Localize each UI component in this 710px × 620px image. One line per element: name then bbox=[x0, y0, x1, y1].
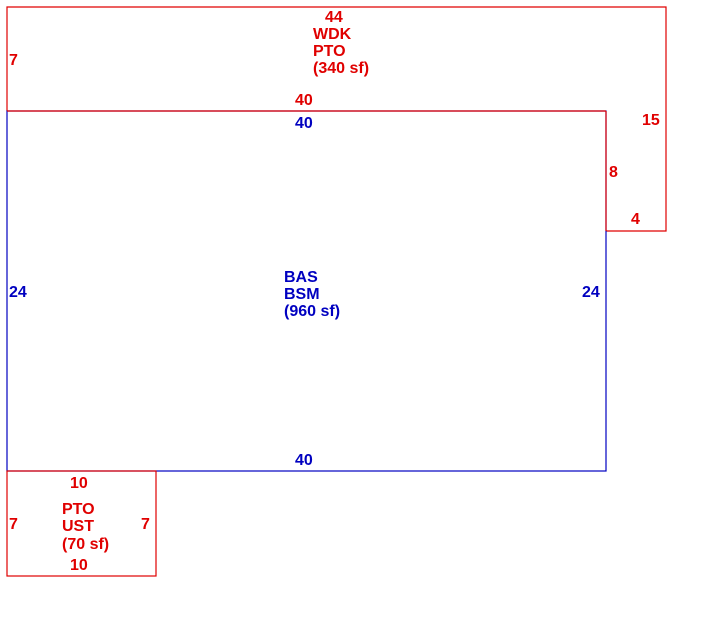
ust-code-1: PTO bbox=[62, 501, 95, 518]
ust-code-2: UST bbox=[62, 518, 94, 535]
wdk-dim-right-bottom: 4 bbox=[631, 211, 640, 228]
ust-dim-right: 7 bbox=[141, 516, 150, 533]
bas-dim-top: 40 bbox=[295, 115, 313, 132]
wdk-dim-right-upper: 15 bbox=[642, 112, 660, 129]
bas-dim-right: 24 bbox=[582, 284, 600, 301]
wdk-area: (340 sf) bbox=[313, 60, 369, 77]
wdk-outline bbox=[6, 6, 667, 232]
bas-area: (960 sf) bbox=[284, 303, 340, 320]
ust-dim-top: 10 bbox=[70, 475, 88, 492]
wdk-dim-top: 44 bbox=[325, 9, 343, 26]
bas-dim-bottom: 40 bbox=[295, 452, 313, 469]
ust-area: (70 sf) bbox=[62, 536, 109, 553]
bas-code-2: BSM bbox=[284, 286, 320, 303]
wdk-dim-bottom: 40 bbox=[295, 92, 313, 109]
bas-code-1: BAS bbox=[284, 269, 318, 286]
bas-dim-left: 24 bbox=[9, 284, 27, 301]
ust-dim-left: 7 bbox=[9, 516, 18, 533]
ust-dim-bottom: 10 bbox=[70, 557, 88, 574]
ust-outline bbox=[6, 470, 157, 577]
wdk-code-2: PTO bbox=[313, 43, 346, 60]
wdk-code-1: WDK bbox=[313, 26, 352, 43]
wdk-dim-left: 7 bbox=[9, 52, 18, 69]
wdk-dim-right-inner: 8 bbox=[609, 164, 618, 181]
